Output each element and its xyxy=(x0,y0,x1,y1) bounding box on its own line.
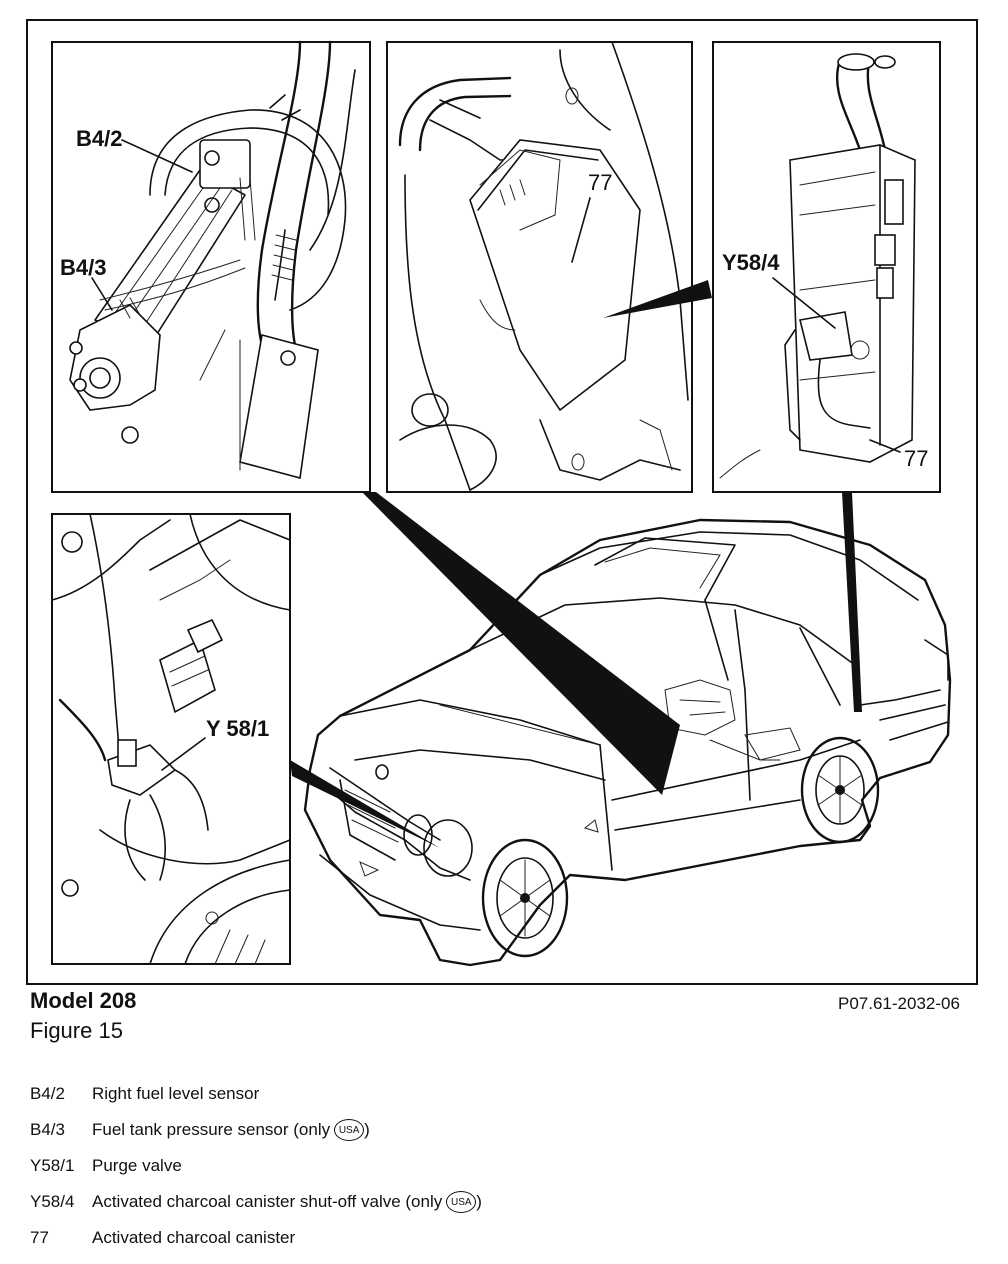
legend-code: B4/3 xyxy=(30,1120,65,1139)
legend-item: Y58/4 Activated charcoal canister shut-o… xyxy=(30,1184,750,1220)
usa-badge-icon: USA xyxy=(334,1119,365,1141)
callout-y58-4: Y58/4 xyxy=(722,250,780,275)
panel-shutoff-valve: Y58/4 77 xyxy=(712,41,941,493)
figure-label: Figure 15 xyxy=(30,1018,123,1043)
panel-purge-valve: Y 58/1 xyxy=(51,513,291,965)
legend-code: 77 xyxy=(30,1228,49,1247)
panel-fuel-sensors: B4/2 B4/3 xyxy=(51,40,371,493)
legend-code: Y58/1 xyxy=(30,1156,75,1175)
legend-text: Purge valve xyxy=(92,1156,182,1175)
callout-b4-2: B4/2 xyxy=(76,126,122,151)
legend-item: 77 Activated charcoal canister xyxy=(30,1220,750,1256)
car-illustration xyxy=(303,518,952,967)
component-location-figure: B4/2 B4/3 77 xyxy=(26,19,978,985)
legend: B4/2 Right fuel level sensor B4/3 Fuel t… xyxy=(30,1076,750,1256)
pointer-panel1-to-car xyxy=(362,492,680,795)
pointer-panel2-to-car xyxy=(603,280,712,318)
callout-77-right: 77 xyxy=(904,446,928,471)
legend-suffix: ) xyxy=(476,1192,482,1211)
legend-text: Activated charcoal canister shut-off val… xyxy=(92,1192,443,1211)
model-title: Model 208 xyxy=(30,988,137,1013)
legend-item: B4/3 Fuel tank pressure sensor (only USA… xyxy=(30,1112,750,1148)
legend-text: Fuel tank pressure sensor (only xyxy=(92,1120,331,1139)
callout-77-top: 77 xyxy=(588,170,612,195)
legend-code: B4/2 xyxy=(30,1084,65,1103)
callout-b4-3: B4/3 xyxy=(60,255,106,280)
reference-code: P07.61-2032-06 xyxy=(838,994,960,1013)
pointer-panel4-to-car xyxy=(290,760,440,848)
legend-item: Y58/1 Purge valve xyxy=(30,1148,750,1184)
legend-code: Y58/4 xyxy=(30,1192,75,1211)
legend-text: Right fuel level sensor xyxy=(92,1084,260,1103)
legend-item: B4/2 Right fuel level sensor xyxy=(30,1076,750,1112)
pointer-panel3-to-car xyxy=(842,492,862,712)
usa-badge-icon: USA xyxy=(446,1191,477,1213)
legend-suffix: ) xyxy=(364,1120,370,1139)
panel-charcoal-canister: 77 xyxy=(386,41,693,493)
figure-frame xyxy=(26,19,978,985)
legend-text: Activated charcoal canister xyxy=(92,1228,296,1247)
callout-y58-1: Y 58/1 xyxy=(206,716,269,741)
